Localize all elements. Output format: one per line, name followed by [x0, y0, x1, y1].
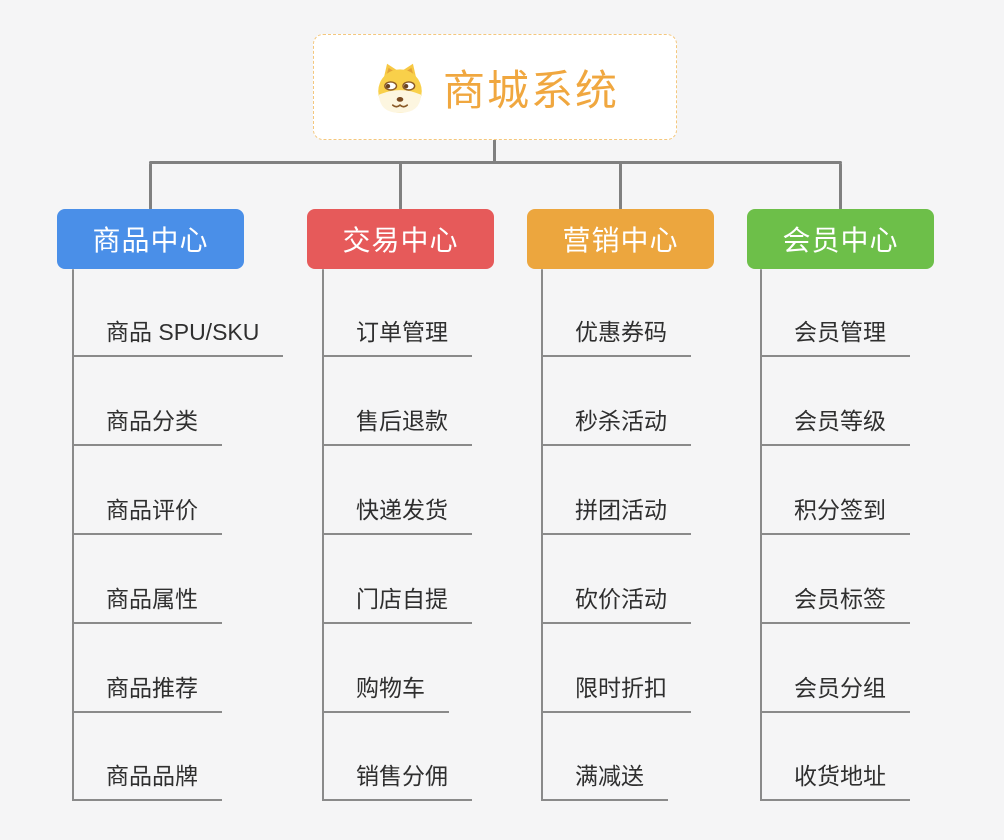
- doge-icon: [371, 58, 429, 116]
- branch-node-members[interactable]: 会员中心: [747, 209, 934, 269]
- connector-drop-members: [839, 163, 842, 210]
- leaf-node[interactable]: 收货地址: [760, 762, 910, 801]
- connector-bus: [149, 161, 842, 164]
- leaf-node[interactable]: 砍价活动: [541, 585, 691, 624]
- connector-drop-marketing: [619, 163, 622, 210]
- leaf-node[interactable]: 拼团活动: [541, 496, 691, 535]
- leaf-node[interactable]: 商品属性: [72, 585, 222, 624]
- branch-label: 会员中心: [782, 225, 899, 256]
- leaf-node[interactable]: 订单管理: [322, 318, 472, 357]
- leaf-node[interactable]: 优惠券码: [541, 318, 691, 357]
- branch-node-products[interactable]: 商品中心: [57, 209, 244, 269]
- leaf-node[interactable]: 会员等级: [760, 407, 910, 446]
- branch-node-trade[interactable]: 交易中心: [307, 209, 494, 269]
- leaf-node[interactable]: 售后退款: [322, 407, 472, 446]
- leaf-node[interactable]: 会员分组: [760, 674, 910, 713]
- leaf-node[interactable]: 满减送: [541, 762, 668, 801]
- leaf-node[interactable]: 商品品牌: [72, 762, 222, 801]
- leaf-node[interactable]: 商品 SPU/SKU: [72, 318, 284, 357]
- connector-drop-trade: [399, 163, 402, 210]
- leaf-node[interactable]: 限时折扣: [541, 674, 691, 713]
- leaf-node[interactable]: 积分签到: [760, 496, 910, 535]
- branch-label: 商品中心: [92, 225, 209, 256]
- leaf-node[interactable]: 购物车: [322, 674, 449, 713]
- connector-trunk-members: [760, 269, 762, 801]
- connector-trunk-marketing: [541, 269, 543, 801]
- connector-trunk-trade: [322, 269, 324, 801]
- leaf-node[interactable]: 会员管理: [760, 318, 910, 357]
- leaf-node[interactable]: 商品评价: [72, 496, 222, 535]
- connector-root-stem: [493, 139, 496, 163]
- leaf-node[interactable]: 销售分佣: [322, 762, 472, 801]
- leaf-node[interactable]: 快递发货: [322, 496, 472, 535]
- leaf-node[interactable]: 会员标签: [760, 585, 910, 624]
- branch-node-marketing[interactable]: 营销中心: [527, 209, 714, 269]
- leaf-node[interactable]: 门店自提: [322, 585, 472, 624]
- branch-label: 交易中心: [342, 225, 459, 256]
- root-title: 商城系统: [442, 66, 619, 114]
- leaf-node[interactable]: 商品推荐: [72, 674, 222, 713]
- leaf-node[interactable]: 商品分类: [72, 407, 222, 446]
- connector-trunk-products: [72, 269, 74, 801]
- connector-drop-products: [149, 163, 152, 210]
- root-node[interactable]: 商城系统: [313, 34, 677, 140]
- leaf-node[interactable]: 秒杀活动: [541, 407, 691, 446]
- branch-label: 营销中心: [562, 225, 679, 256]
